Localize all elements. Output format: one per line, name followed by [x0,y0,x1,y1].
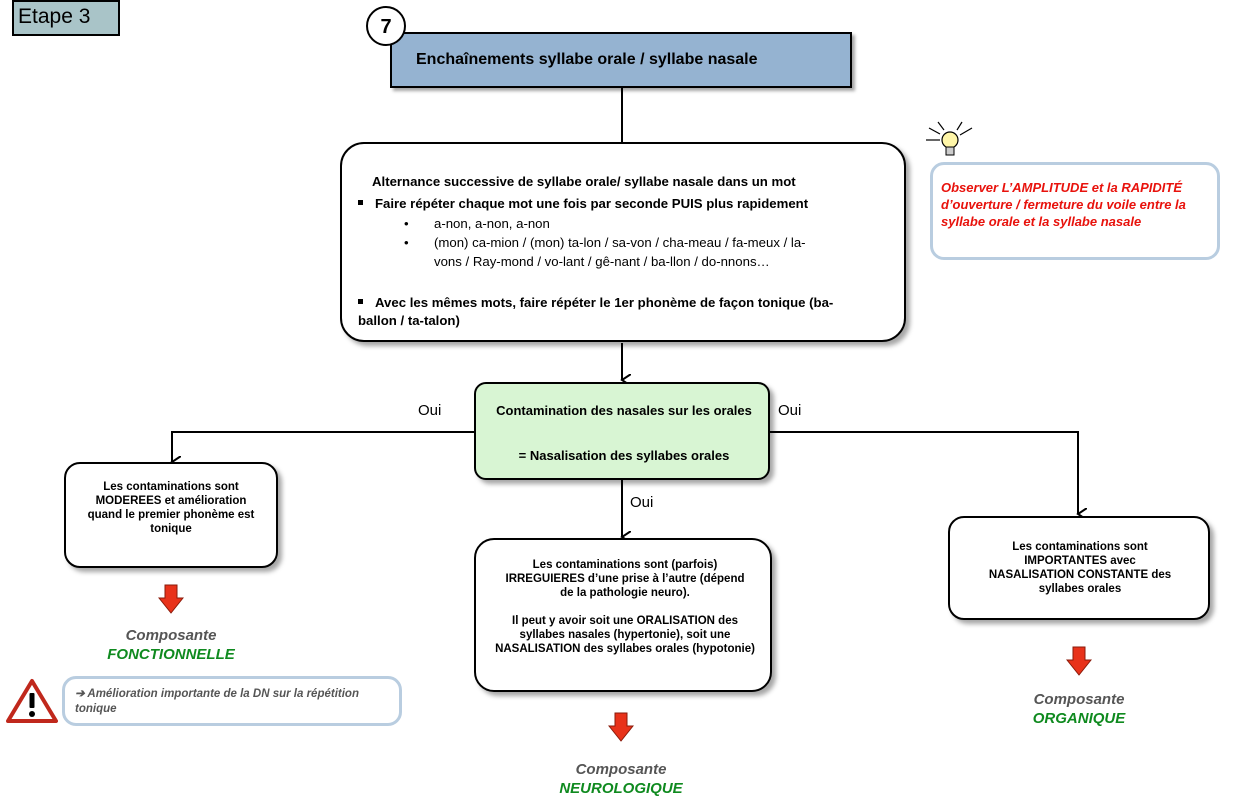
important-box: Les contaminations sont IMPORTANTES avec… [948,516,1210,620]
sub-bullet-dot: • [404,235,409,250]
step-number-badge: 7 [366,6,406,46]
sub-bullet-2-line2: vons / Ray-mond / vo-lant / gê-nant / ba… [434,254,770,269]
red-arrow-icon [608,712,634,742]
contamination-line1: Contamination des nasales sur les orales [496,403,752,418]
sub-bullet-1-text: a-non, a-non, a-non [434,216,550,231]
composante-type: FONCTIONNELLE [107,646,235,663]
right-branch-arrow [770,431,1078,514]
composante-label: Composante [575,761,667,778]
irregular-text-1: Les contaminations sont (parfois) IRREGU… [505,559,745,599]
moderate-text: Les contaminations sont MODEREES et amél… [87,481,255,535]
warning-note-text: ➔ Amélioration importante de la DN sur l… [75,688,359,715]
irregular-box: Les contaminations sont (parfois) IRREGU… [474,538,772,692]
composante-organique: Composante ORGANIQUE [1004,690,1154,728]
section-title: Enchaînements syllabe orale / syllabe na… [390,32,852,88]
lightbulb-icon [926,121,973,156]
main-instruction-box: Alternance successive de syllabe orale/ … [340,142,906,342]
contamination-line2: = Nasalisation des syllabes orales [518,448,730,463]
oui-right-label: Oui [778,402,802,419]
sub-bullet-2-line1: (mon) ca-mion / (mon) ta-lon / sa-von / … [434,235,806,250]
step-label: Etape 3 [12,0,120,36]
sub-bullet-dot: • [404,216,409,231]
bullet-marker [358,200,363,206]
moderate-box: Les contaminations sont MODEREES et amél… [64,462,278,568]
irregular-text-2: Il peut y avoir soit une ORALISATION des… [495,615,755,655]
observation-tip-box: Observer L’AMPLITUDE et la RAPIDITÉ d’ou… [930,162,1220,260]
composante-label: Composante [125,627,217,644]
composante-type: NEUROLOGIQUE [559,780,683,797]
oui-mid-label: Oui [630,494,654,511]
section-title-text: Enchaînements syllabe orale / syllabe na… [416,51,758,68]
red-arrow-icon [158,584,184,614]
composante-neurologique: Composante NEUROLOGIQUE [546,760,696,798]
contamination-box: Contamination des nasales sur les orales… [474,382,770,480]
composante-label: Composante [1033,691,1125,708]
warning-note-box: ➔ Amélioration importante de la DN sur l… [62,676,402,726]
warning-icon [6,679,58,723]
main-bullet-2-text: Avec les mêmes mots, faire répéter le 1e… [358,295,834,328]
main-heading: Alternance successive de syllabe orale/ … [372,174,796,189]
bullet-marker [358,299,363,305]
observation-tip-text: Observer L’AMPLITUDE et la RAPIDITÉ d’ou… [941,180,1186,229]
composante-type: ORGANIQUE [1032,710,1126,727]
important-text: Les contaminations sont IMPORTANTES avec… [988,541,1172,595]
oui-left-label: Oui [418,402,442,419]
red-arrow-icon [1066,646,1092,676]
composante-fonctionnelle: Composante FONCTIONNELLE [96,626,246,664]
main-bullet-2: Avec les mêmes mots, faire répéter le 1e… [358,294,858,330]
main-bullet-1-text: Faire répéter chaque mot une fois par se… [375,196,809,211]
left-branch-arrow [172,431,474,462]
main-bullet-1: Faire répéter chaque mot une fois par se… [358,196,808,211]
